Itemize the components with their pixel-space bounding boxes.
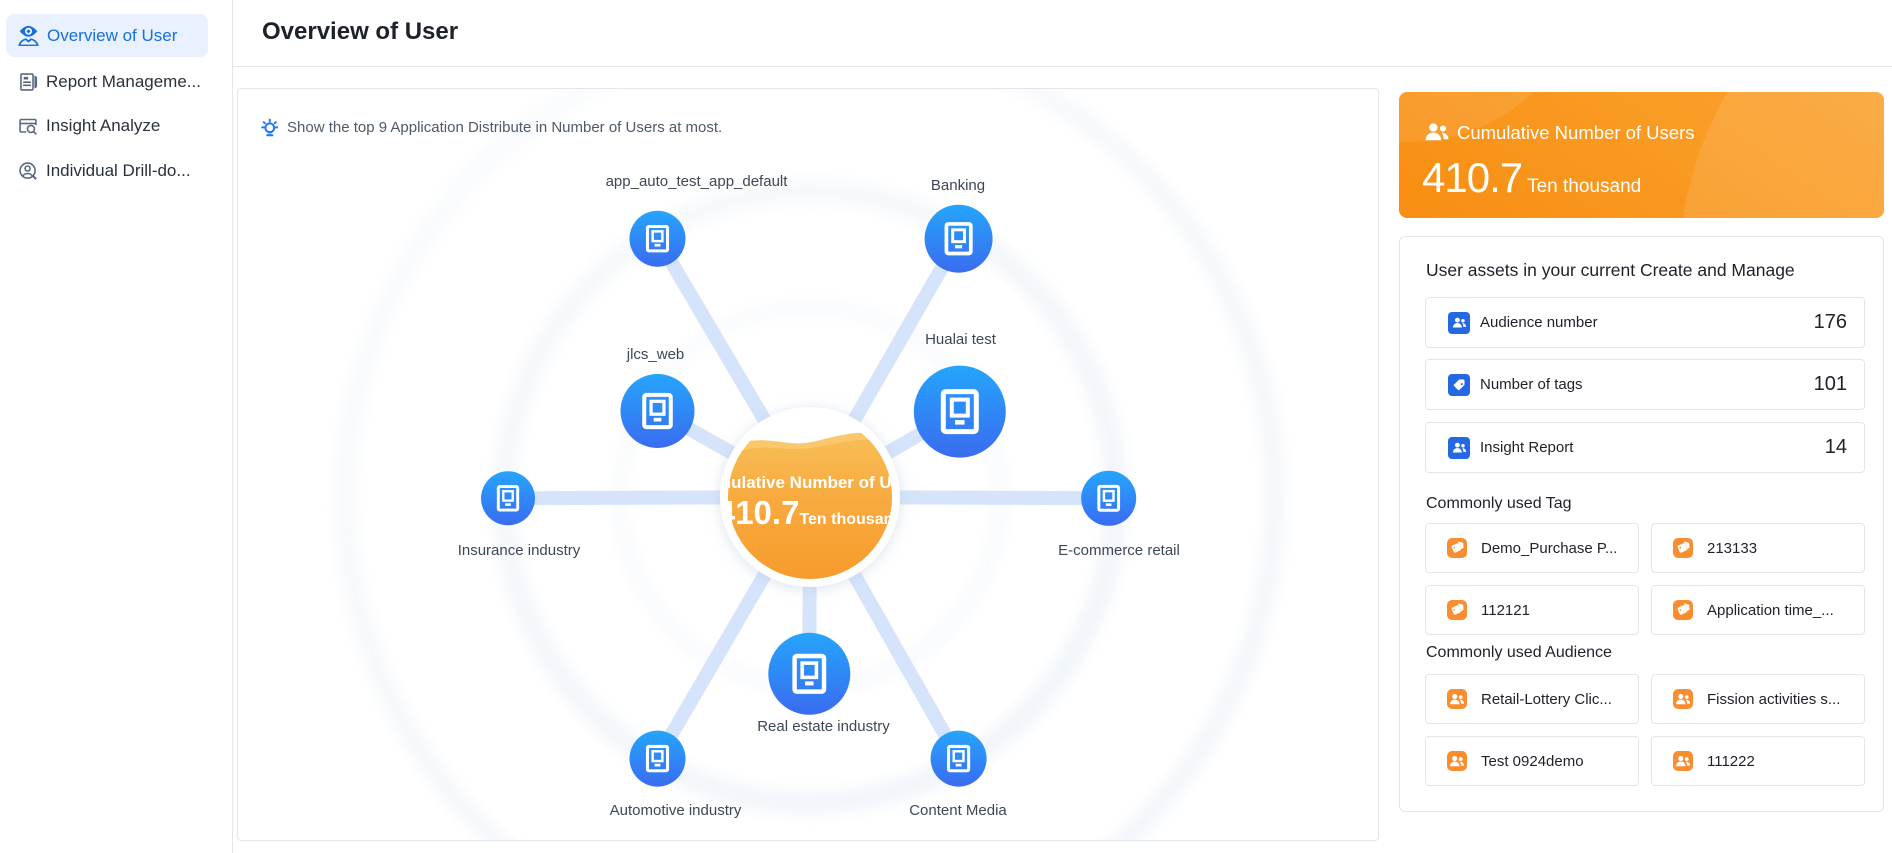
svg-text:jlcs_web: jlcs_web — [626, 346, 685, 363]
svg-text:Cumulative Number of Users: Cumulative Number of Users — [693, 473, 926, 492]
svg-text:E-commerce retail: E-commerce retail — [1058, 542, 1180, 559]
svg-text:Insurance industry: Insurance industry — [458, 542, 581, 559]
svg-text:app_auto_test_app_default: app_auto_test_app_default — [606, 173, 789, 190]
svg-text:Content Media: Content Media — [909, 802, 1007, 819]
svg-text:Real estate industry: Real estate industry — [757, 718, 890, 735]
svg-text:410.7Ten thousand: 410.7Ten thousand — [717, 494, 903, 531]
svg-text:Automotive industry: Automotive industry — [610, 802, 742, 819]
svg-text:Banking: Banking — [931, 177, 985, 194]
svg-text:Hualai test: Hualai test — [925, 331, 997, 348]
